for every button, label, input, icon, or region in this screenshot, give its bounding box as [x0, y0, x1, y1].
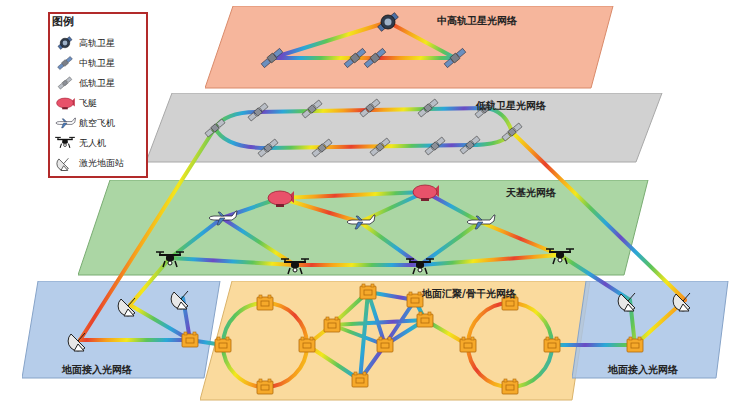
legend-text: 中轨卫星 [79, 57, 115, 70]
legend-title: 图例 [52, 14, 74, 29]
legend-row: 航空飞机 [54, 114, 115, 132]
legend-text: 激光地面站 [79, 157, 124, 170]
legend-icon [54, 54, 76, 72]
network-plane: 中高轨卫星光网络 [205, 6, 615, 90]
legend-text: 无人机 [79, 137, 106, 150]
plane-title: 地面汇聚/骨干光网络 [422, 287, 516, 301]
legend-icon [54, 114, 76, 132]
plane-title: 低轨卫星光网络 [476, 99, 546, 113]
network-plane: 地面接入光网络 [22, 281, 222, 380]
legend-row: 中轨卫星 [54, 54, 115, 72]
legend-row: 激光地面站 [54, 154, 124, 172]
legend-icon [54, 134, 76, 152]
legend-icon [54, 74, 76, 92]
legend-text: 高轨卫星 [79, 37, 115, 50]
plane-outline [205, 6, 615, 90]
legend-row: 低轨卫星 [54, 74, 115, 92]
legend-box: 高轨卫星中轨卫星低轨卫星飞艇航空飞机无人机激光地面站 [48, 12, 148, 178]
legend-row: 高轨卫星 [54, 34, 115, 52]
legend-text: 飞艇 [79, 97, 97, 110]
plane-title: 地面接入光网络 [608, 363, 678, 377]
legend-text: 航空飞机 [79, 117, 115, 130]
legend-icon [54, 94, 76, 112]
legend-text: 低轨卫星 [79, 77, 115, 90]
network-plane: 低轨卫星光网络 [146, 93, 664, 164]
legend-icon [54, 154, 76, 172]
legend-row: 飞艇 [54, 94, 97, 112]
legend-icon [54, 34, 76, 52]
legend-row: 无人机 [54, 134, 106, 152]
plane-title: 地面接入光网络 [62, 363, 132, 377]
plane-title: 天基光网络 [506, 186, 556, 200]
plane-outline [146, 93, 664, 164]
plane-title: 中高轨卫星光网络 [437, 14, 517, 28]
